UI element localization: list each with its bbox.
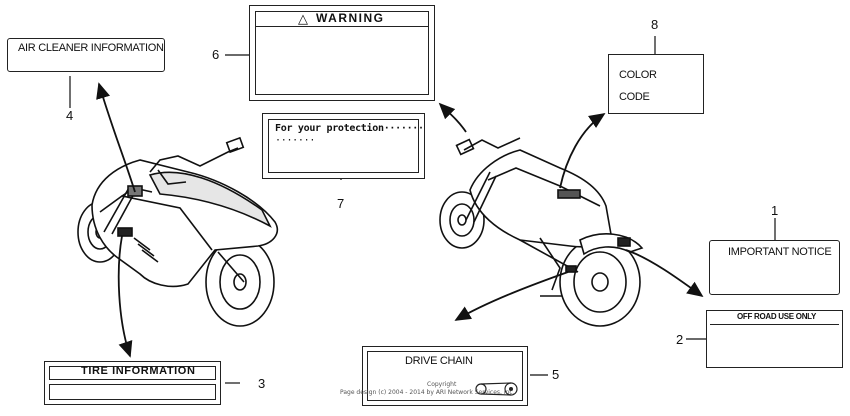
motorcycle-right	[439, 137, 644, 327]
callout-number-3: 3	[258, 376, 266, 391]
color-code-label: COLOR CODE	[608, 54, 704, 114]
motorcycle-left	[77, 136, 279, 327]
warning-label-title: WARNING	[316, 11, 385, 25]
tire-information-label: TIRE INFORMATION	[44, 361, 221, 405]
pointer-arrows	[96, 82, 704, 358]
protection-label-line2: ·······	[275, 135, 316, 146]
important-notice-text: IMPORTANT NOTICE	[728, 246, 832, 258]
drive-chain-label: DRIVE CHAIN	[362, 346, 528, 406]
off-road-use-only-label: OFF ROAD USE ONLY	[706, 310, 843, 368]
tire-information-text: TIRE INFORMATION	[81, 365, 196, 377]
warning-label: △ WARNING	[249, 5, 435, 101]
copyright-line2: Page design (c) 2004 - 2014 by ARI Netwo…	[340, 389, 515, 396]
warning-symbol-icon: △	[298, 11, 308, 26]
air-cleaner-information-label: AIR CLEANER INFORMATION	[7, 38, 165, 72]
callout-number-5: 5	[552, 367, 560, 382]
callout-number-4: 4	[66, 108, 74, 123]
protection-label-line1: For your protection·······	[275, 123, 424, 134]
callout-number-7: 7	[337, 196, 345, 211]
copyright-line1: Copyright	[427, 381, 457, 388]
drive-chain-text: DRIVE CHAIN	[405, 355, 473, 367]
callout-number-1: 1	[771, 203, 779, 218]
off-road-use-only-text: OFF ROAD USE ONLY	[737, 312, 817, 321]
chain-diagram-icon	[475, 382, 518, 396]
air-cleaner-information-text: AIR CLEANER INFORMATION	[18, 42, 164, 54]
color-code-line2: CODE	[619, 91, 650, 103]
callout-number-2: 2	[676, 332, 684, 347]
protection-label: For your protection······· ·······	[262, 113, 425, 179]
color-code-line1: COLOR	[619, 69, 657, 81]
callout-number-6: 6	[212, 47, 220, 62]
callout-number-8: 8	[651, 17, 659, 32]
important-notice-label: IMPORTANT NOTICE	[709, 240, 840, 295]
